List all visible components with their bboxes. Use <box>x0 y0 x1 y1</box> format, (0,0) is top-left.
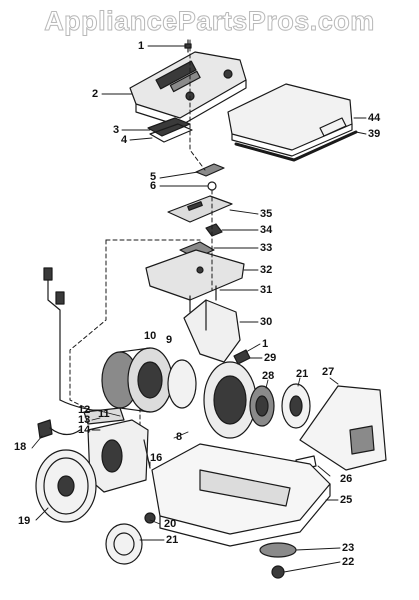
label-part-33: 33 <box>260 242 273 254</box>
part-39-gasket <box>234 130 358 162</box>
label-part-35: 35 <box>260 208 273 220</box>
label-part-16: 16 <box>150 452 163 464</box>
part-10-motor <box>101 347 173 413</box>
label-part-13: 13 <box>78 414 91 426</box>
part-35-plate <box>167 195 233 223</box>
label-part-22: 22 <box>342 556 355 568</box>
part-23-swivel <box>259 542 297 558</box>
label-part-25: 25 <box>340 494 353 506</box>
leader-lines <box>31 45 367 573</box>
part-14-end-cap <box>87 419 149 493</box>
label-part-4: 4 <box>121 134 128 146</box>
part-44-bag-door <box>227 83 353 157</box>
label-part-9: 9 <box>166 334 173 346</box>
cord-assembly <box>43 267 111 413</box>
label-part-21-upper: 21 <box>296 368 309 380</box>
label-part-21-lower: 21 <box>166 534 179 546</box>
label-part-26: 26 <box>340 473 353 485</box>
part-25-canister-base <box>151 443 331 547</box>
part-32-shroud <box>145 249 245 301</box>
part-22-caster <box>271 565 285 579</box>
label-part-11: 11 <box>98 408 110 420</box>
label-part-29: 29 <box>264 352 277 364</box>
label-part-3: 3 <box>113 124 120 136</box>
part-18-plug <box>37 419 81 439</box>
part-9-fan-ring <box>167 359 197 409</box>
part-11-cord-hook <box>83 407 125 425</box>
part-34-clip <box>205 223 223 237</box>
part-20-hub <box>144 512 156 524</box>
part-8-fan-housing <box>203 361 257 439</box>
part-21-cap-lower <box>105 523 143 565</box>
part-29-clip <box>233 349 251 365</box>
label-part-5: 5 <box>150 171 157 183</box>
label-part-31: 31 <box>260 284 273 296</box>
label-part-39: 39 <box>368 128 381 140</box>
label-part-44: 44 <box>368 112 381 124</box>
part-31-screws <box>189 285 217 313</box>
label-part-18: 18 <box>14 441 27 453</box>
part-19-wheel <box>35 449 97 523</box>
part-28-filter <box>249 385 275 427</box>
part-5-latch <box>195 163 225 177</box>
label-part-32: 32 <box>260 264 273 276</box>
label-part-23: 23 <box>342 542 355 554</box>
label-part-34: 34 <box>260 224 273 236</box>
part-21-cap-upper <box>281 383 311 429</box>
label-part-28: 28 <box>262 370 275 382</box>
part-6-spring <box>207 181 217 191</box>
label-part-14: 14 <box>78 424 91 436</box>
label-part-1-lower: 1 <box>262 338 269 350</box>
part-16-pin <box>143 439 151 469</box>
watermark: AppliancePartsPros.com <box>44 6 375 37</box>
label-part-19: 19 <box>18 515 31 527</box>
label-part-6: 6 <box>150 180 157 192</box>
label-part-8: 8 <box>176 431 183 443</box>
part-30-motor-mount <box>183 299 241 363</box>
label-part-10: 10 <box>144 330 157 342</box>
label-part-2: 2 <box>92 88 99 100</box>
label-part-30: 30 <box>260 316 273 328</box>
part-27-bag <box>299 385 387 471</box>
label-part-20: 20 <box>164 518 177 530</box>
label-part-12: 12 <box>78 404 91 416</box>
part-3-4-plate <box>147 117 193 143</box>
label-part-27: 27 <box>322 366 335 378</box>
label-part-1-top: 1 <box>138 40 145 52</box>
